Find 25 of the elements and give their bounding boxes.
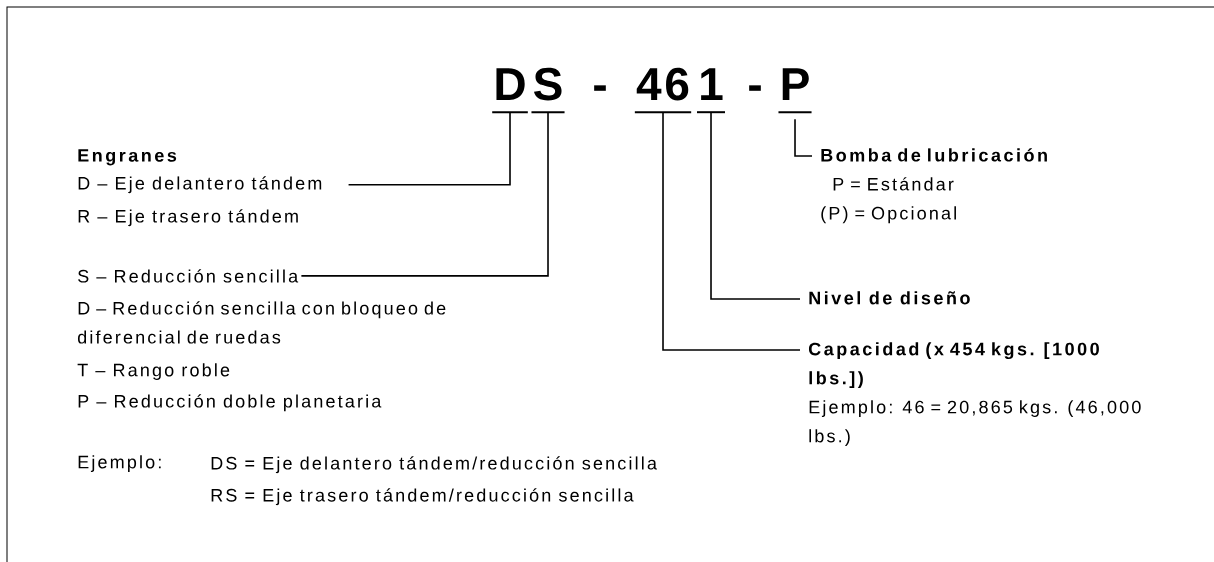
code-character: 46 [633,67,693,114]
leader-line [300,111,549,277]
code-character: 1 [696,68,726,114]
item-text: DS = Eje delantero tándem/reducción sencilla [211,456,657,474]
item-text: R – Eje trasero tándem [78,209,298,227]
heading-text: Nivel de diseño [809,291,970,305]
heading-text: Engranes [78,149,177,166]
code-character: P [777,68,813,114]
item-text: P – Reducción doble planetaria [78,394,382,412]
leader-line [347,111,511,186]
heading-text: Bomba de lubricación P = Estándar (P) = Opcional [821,148,1047,224]
item-text: T – Rango roble [77,363,230,380]
item-text: S – Reducción sencilla [78,269,299,283]
item-text: D – Reducción sencilla con bloqueo de diferencial de ruedas [77,301,446,344]
code-separator: - [749,85,761,91]
leader-line [662,111,801,351]
item-text: RS = Eje trasero tándem/reducción sencilla [211,488,634,506]
code-character: D [491,68,529,114]
code-separator: - [594,85,606,91]
leader-line [794,118,813,157]
item-text: Ejemplo: [78,455,161,472]
heading-text: Capacidad (x 454 kgs. [1000 lbs.]) Ejemplo: 46 = 20,865 kgs. (46,000 lbs.) [808,342,1141,446]
leader-line [710,111,801,300]
code-character: S [530,67,566,114]
item-text: D – Eje delantero tándem [78,176,322,194]
